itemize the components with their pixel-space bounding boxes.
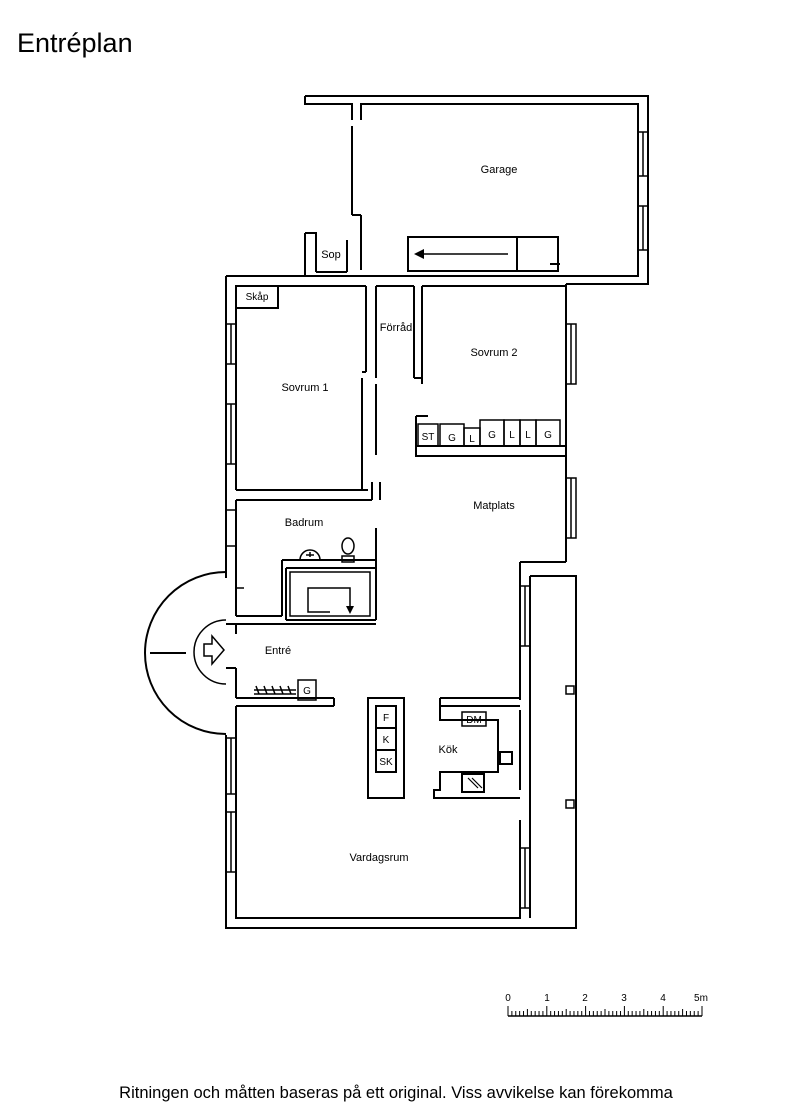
garage-walls — [304, 95, 649, 285]
scale-ticks — [507, 1006, 703, 1016]
wardrobe-units — [417, 419, 561, 447]
room-label-badrum: Badrum — [285, 517, 324, 529]
fixture-label-st: ST — [422, 432, 435, 443]
kitchen-counter — [433, 678, 521, 799]
kitchen-island — [367, 697, 405, 799]
scale-label-2: 2 — [582, 993, 588, 1004]
disclaimer-footer: Ritningen och måtten baseras på ett orig… — [119, 1084, 673, 1102]
fixture-label-f: F — [383, 713, 389, 724]
fixture-label-k: K — [383, 735, 390, 746]
room-label-kok: Kök — [439, 744, 458, 756]
room-label-skap: Skåp — [246, 291, 269, 303]
shower-icon — [289, 571, 371, 617]
scale-label-1: 1 — [544, 993, 550, 1004]
stove-icon — [467, 777, 483, 789]
fixture-label-l3: L — [525, 430, 531, 441]
fixture-label-dm: DM — [466, 715, 482, 726]
sovrum2-walls — [376, 285, 566, 457]
room-label-vardagsrum: Vardagsrum — [349, 852, 408, 864]
walls — [225, 95, 649, 929]
entrance-arrow-icon — [203, 633, 225, 667]
room-label-sop: Sop — [321, 249, 341, 261]
fixture-label-g2: G — [488, 430, 496, 441]
windows — [225, 131, 649, 909]
scale-label-5m: 5m — [694, 993, 708, 1004]
room-label-garage: Garage — [481, 164, 518, 176]
room-label-matplats: Matplats — [473, 500, 515, 512]
scale-bar: 0 1 2 3 4 5m — [505, 993, 708, 1017]
fixture-label-entre-g: G — [303, 686, 311, 697]
toilet-icon — [341, 537, 355, 563]
fixture-label-g1: G — [448, 433, 456, 444]
fixture-label-sk: SK — [379, 757, 393, 768]
sop-walls — [226, 232, 578, 277]
fixture-label-g3: G — [544, 430, 552, 441]
coat-rack-icon — [254, 685, 296, 695]
entrance-door — [144, 571, 227, 735]
dm-box — [461, 711, 487, 727]
scale-label-4: 4 — [660, 993, 666, 1004]
room-label-sovrum2: Sovrum 2 — [470, 347, 517, 359]
scale-label-0: 0 — [505, 993, 511, 1004]
sovrum1-walls — [236, 285, 381, 501]
scale-label-3: 3 — [621, 993, 627, 1004]
fixture-label-l2: L — [509, 430, 515, 441]
room-label-forrad: Förråd — [380, 322, 412, 334]
garage-door-arrow-icon — [414, 249, 508, 259]
room-label-sovrum1: Sovrum 1 — [281, 382, 328, 394]
sink-icon — [299, 549, 321, 561]
entre-g-box — [297, 679, 317, 701]
room-label-entre: Entré — [265, 645, 291, 657]
page-title: Entréplan — [17, 28, 133, 58]
fixture-label-l1: L — [469, 434, 475, 445]
shower-drain-icon — [346, 606, 354, 614]
entre-walls — [226, 623, 335, 707]
badrum-walls — [235, 500, 377, 625]
